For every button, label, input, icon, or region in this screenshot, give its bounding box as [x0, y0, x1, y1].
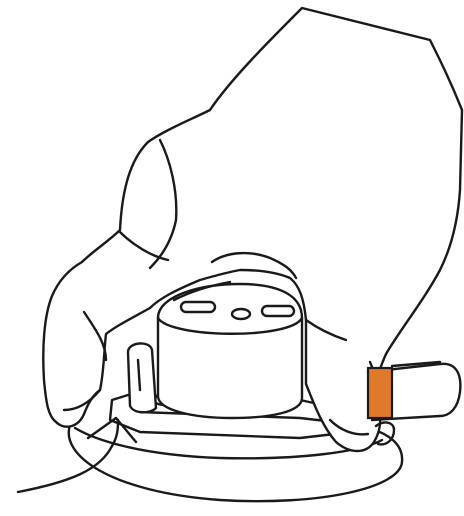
release-tab [128, 343, 156, 412]
mount-cylinder [158, 284, 302, 418]
orange-band [368, 368, 392, 418]
handle-grip [368, 362, 460, 420]
